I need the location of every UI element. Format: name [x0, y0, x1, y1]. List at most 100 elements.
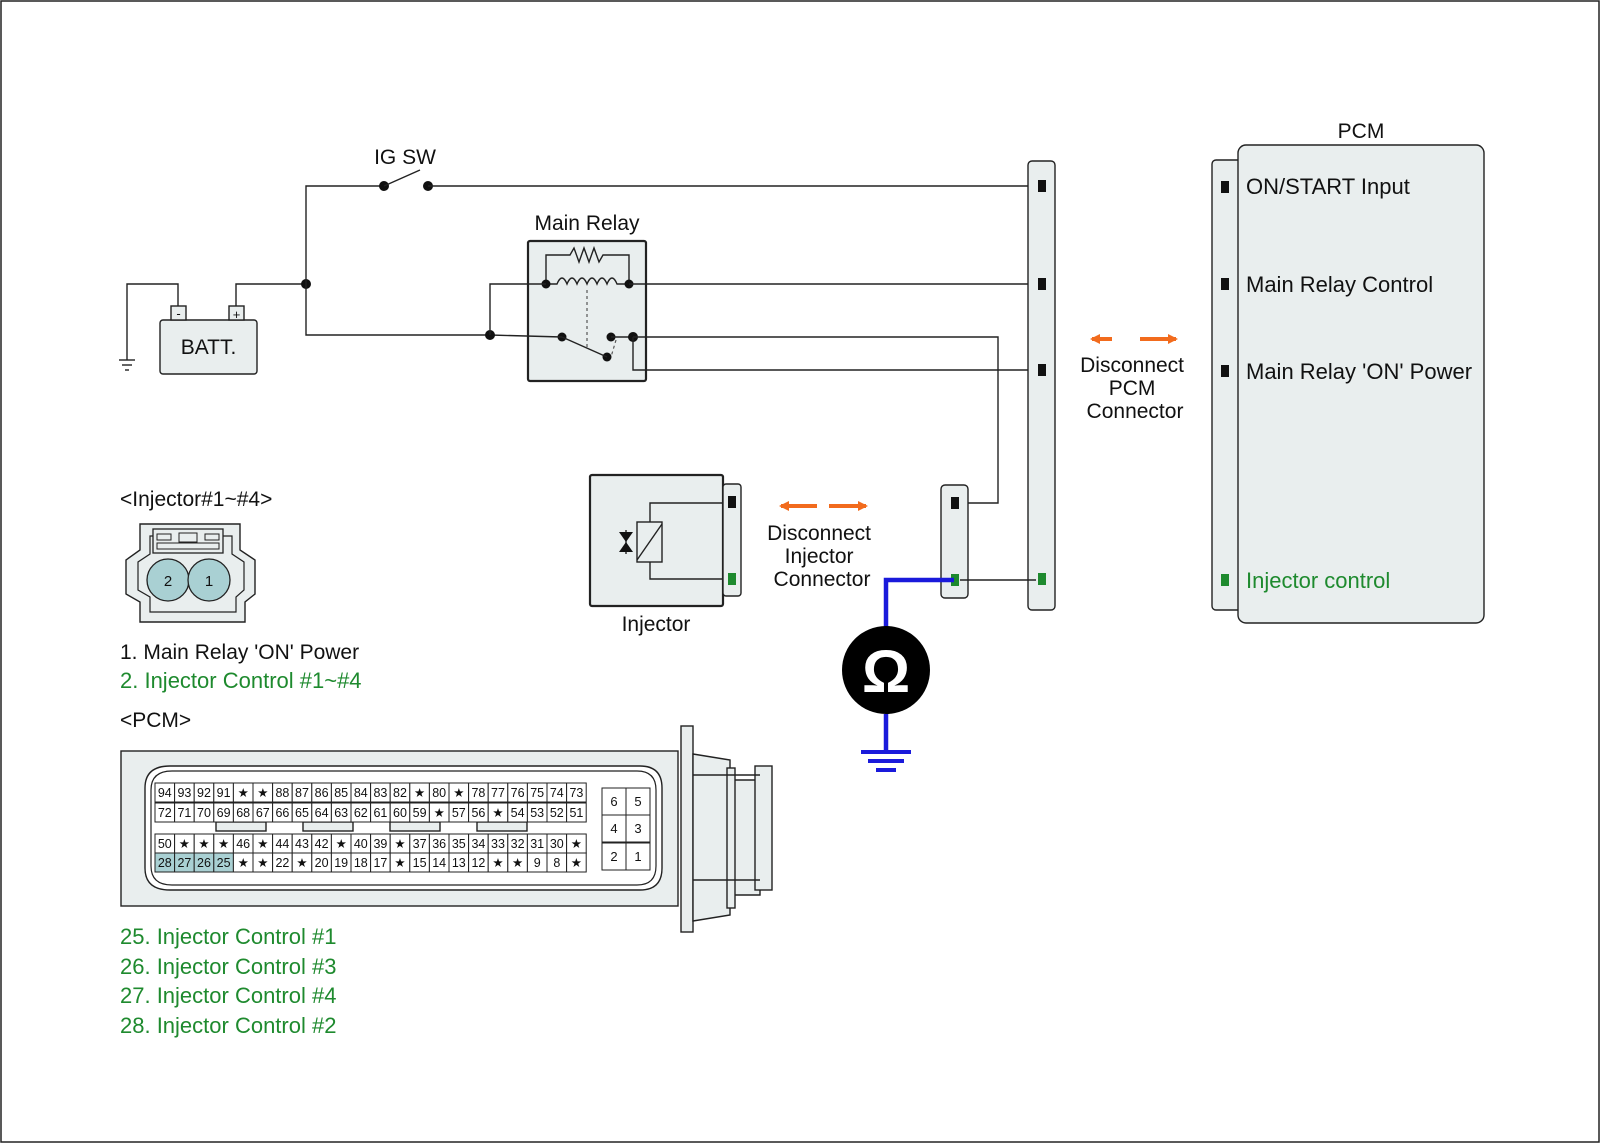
pcm-pin-label: 18: [354, 856, 368, 870]
pcm-pin-label: 88: [275, 786, 289, 800]
pcm-pin-label: 22: [275, 856, 289, 870]
main-relay-label: Main Relay: [534, 212, 640, 235]
battery-ground-icon: [119, 283, 179, 371]
pcm-pin-label: ★: [492, 856, 503, 870]
pcm-pin-label: 14: [432, 856, 446, 870]
pcm-pin-label: 84: [354, 786, 368, 800]
pcm-pin-label: 57: [452, 806, 466, 820]
pcm-pin-label: 87: [295, 786, 309, 800]
pcm-pin-label: 83: [373, 786, 387, 800]
pcm-pin-label: 43: [295, 837, 309, 851]
pcm-pin-label: 12: [471, 856, 485, 870]
pcm-pin-label: ★: [571, 856, 582, 870]
battery-plus-label: +: [233, 307, 241, 322]
pcm-aux-pin-label: 3: [634, 821, 641, 836]
pcm-pin-label: 77: [491, 786, 505, 800]
main-relay: Main Relay: [489, 212, 648, 383]
pcm-pin-label: 20: [315, 856, 329, 870]
injector: Injector: [588, 473, 742, 636]
disconnect-pcm-label: Disconnect PCM Connector: [1080, 354, 1190, 423]
pcm-pin-label: 33: [491, 837, 505, 851]
pcm-pin-label: 25: [217, 856, 231, 870]
pcm-pin-label: 50: [158, 837, 172, 851]
pcm-pin-label: 65: [295, 806, 309, 820]
pcm-pin-label: ★: [218, 837, 229, 851]
pcm-pin-label: 9: [534, 856, 541, 870]
disconnect-injector-label: Disconnect Injector Connector: [767, 522, 877, 591]
pcm-module: PCM ON/START Input Main Relay Control Ma…: [1211, 120, 1485, 624]
pcm-terminal-injector-control: Injector control: [1246, 568, 1390, 593]
pcm-pin-label: ★: [257, 786, 268, 800]
pcm-pin-label: 52: [550, 806, 564, 820]
pcm-legend-28: 28. Injector Control #2: [120, 1013, 336, 1038]
pcm-pin-label: 66: [275, 806, 289, 820]
pcm-pin-label: ★: [257, 837, 268, 851]
pcm-pin-label: 56: [471, 806, 485, 820]
pcm-pin-label: 59: [413, 806, 427, 820]
pcm-pin-label: 78: [471, 786, 485, 800]
pcm-pin-label: 35: [452, 837, 466, 851]
pcm-pin-label: 42: [315, 837, 329, 851]
pcm-aux-pin-cell: [601, 842, 627, 871]
battery-label: BATT.: [181, 336, 237, 359]
injector-legend-2: 2. Injector Control #1~#4: [120, 668, 362, 693]
pcm-terminal-main-relay-control: Main Relay Control: [1246, 272, 1433, 297]
pcm-pin-label: 94: [158, 786, 172, 800]
pcm-pin-label: 28: [158, 856, 172, 870]
pcm-pin-label: 62: [354, 806, 368, 820]
pcm-pin-label: ★: [492, 806, 503, 820]
pcm-pin-label: ★: [198, 837, 209, 851]
pcm-pin-label: 44: [275, 837, 289, 851]
pcm-pin-label: 39: [373, 837, 387, 851]
injector-label: Injector: [622, 613, 691, 636]
pcm-pin-label: 34: [471, 837, 485, 851]
pcm-pin-cell: [566, 782, 587, 803]
pcm-pin-label: 53: [530, 806, 544, 820]
pcm-pin-label: 68: [236, 806, 250, 820]
pcm-pin-label: 67: [256, 806, 270, 820]
pcm-pin-label: 19: [334, 856, 348, 870]
pcm-pin-label: ★: [296, 856, 307, 870]
injector-connector-face: 2 1: [125, 523, 256, 623]
pcm-pin-label: ★: [394, 837, 405, 851]
pcm-pin-label: 93: [177, 786, 191, 800]
pcm-pin-label: 72: [158, 806, 172, 820]
pcm-pin-label: 32: [511, 837, 525, 851]
pcm-aux-pin-cell: [625, 787, 651, 816]
injector-legend-1: 1. Main Relay 'ON' Power: [120, 641, 359, 664]
pcm-pin-label: 74: [550, 786, 564, 800]
pcm-pin-label: 86: [315, 786, 329, 800]
pcm-pin-label: ★: [453, 786, 464, 800]
pcm-legend-26: 26. Injector Control #3: [120, 954, 336, 979]
pcm-aux-pin-label: 6: [610, 794, 617, 809]
pcm-pin-label: 75: [530, 786, 544, 800]
pcm-pin-label: 51: [569, 806, 583, 820]
pcm-pin-label: 80: [432, 786, 446, 800]
injector-pin-2: 2: [164, 573, 172, 590]
pcm-pin-label: 71: [177, 806, 191, 820]
injector-pin-1: 1: [205, 573, 213, 590]
pcm-aux-pin-cell: [625, 814, 651, 843]
pcm-pin-label: ★: [394, 856, 405, 870]
pcm-legend-27: 27. Injector Control #4: [120, 983, 336, 1008]
pcm-pin-label: 64: [315, 806, 329, 820]
pcm-pin-label: 15: [413, 856, 427, 870]
pcm-aux-pin-label: 5: [634, 794, 641, 809]
pcm-pin-label: 36: [432, 837, 446, 851]
pcm-pin-label: ★: [512, 856, 523, 870]
pcm-aux-pin-label: 4: [610, 821, 617, 836]
ig-switch-label: IG SW: [374, 146, 436, 169]
pcm-terminal-on-start-input: ON/START Input: [1246, 174, 1410, 199]
pcm-aux-pin-cell: [625, 842, 651, 871]
pcm-pin-label: 82: [393, 786, 407, 800]
pcm-pin-label: 31: [530, 837, 544, 851]
pcm-pin-label: 69: [217, 806, 231, 820]
pcm-pin-label: 40: [354, 837, 368, 851]
battery-minus-label: -: [176, 306, 180, 321]
pcm-pin-label: 54: [511, 806, 525, 820]
pcm-pin-label: 46: [236, 837, 250, 851]
pcm-pin-label: 26: [197, 856, 211, 870]
pcm-title: PCM: [1338, 120, 1385, 143]
